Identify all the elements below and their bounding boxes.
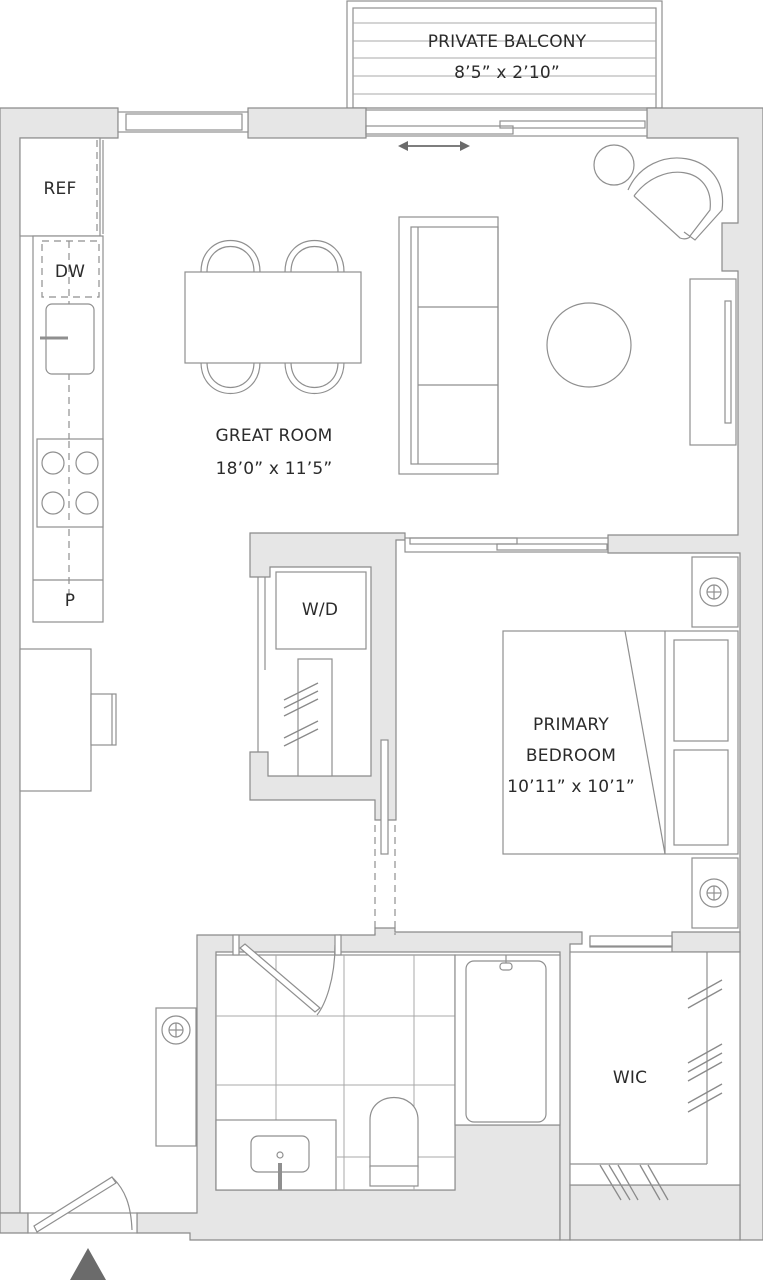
walk-in-closet (569, 935, 741, 1201)
bedroom-name-line2-label: BEDROOM (525, 746, 617, 766)
bedroom-size-label: 10’11” x 10’1” (507, 777, 635, 797)
entry (27, 1007, 197, 1234)
left-console (19, 648, 117, 792)
pantry-label: P (64, 591, 76, 611)
laundry-closet (249, 532, 406, 821)
kitchen (19, 137, 104, 623)
balcony-name-label: PRIVATE BALCONY (427, 32, 587, 52)
washer-dryer-label: W/D (301, 600, 339, 620)
dw-label: DW (54, 262, 86, 282)
ref-label: REF (43, 179, 77, 199)
balcony-size-label: 8’5” x 2’10” (454, 63, 560, 83)
living-furniture (398, 144, 737, 475)
bedroom-name-line1-label: PRIMARY (533, 715, 609, 735)
balcony (346, 0, 663, 109)
bathroom (215, 934, 561, 1191)
balcony-sliding-door (365, 109, 648, 151)
bedroom-furniture (502, 556, 739, 929)
bedroom-sliding-door (374, 537, 609, 935)
great-room-name-label: GREAT ROOM (215, 426, 333, 446)
exterior-walls (0, 107, 763, 1241)
great-room-size-label: 18’0” x 11’5” (215, 459, 333, 479)
wic-label: WIC (612, 1068, 648, 1088)
dining-set (184, 239, 362, 395)
